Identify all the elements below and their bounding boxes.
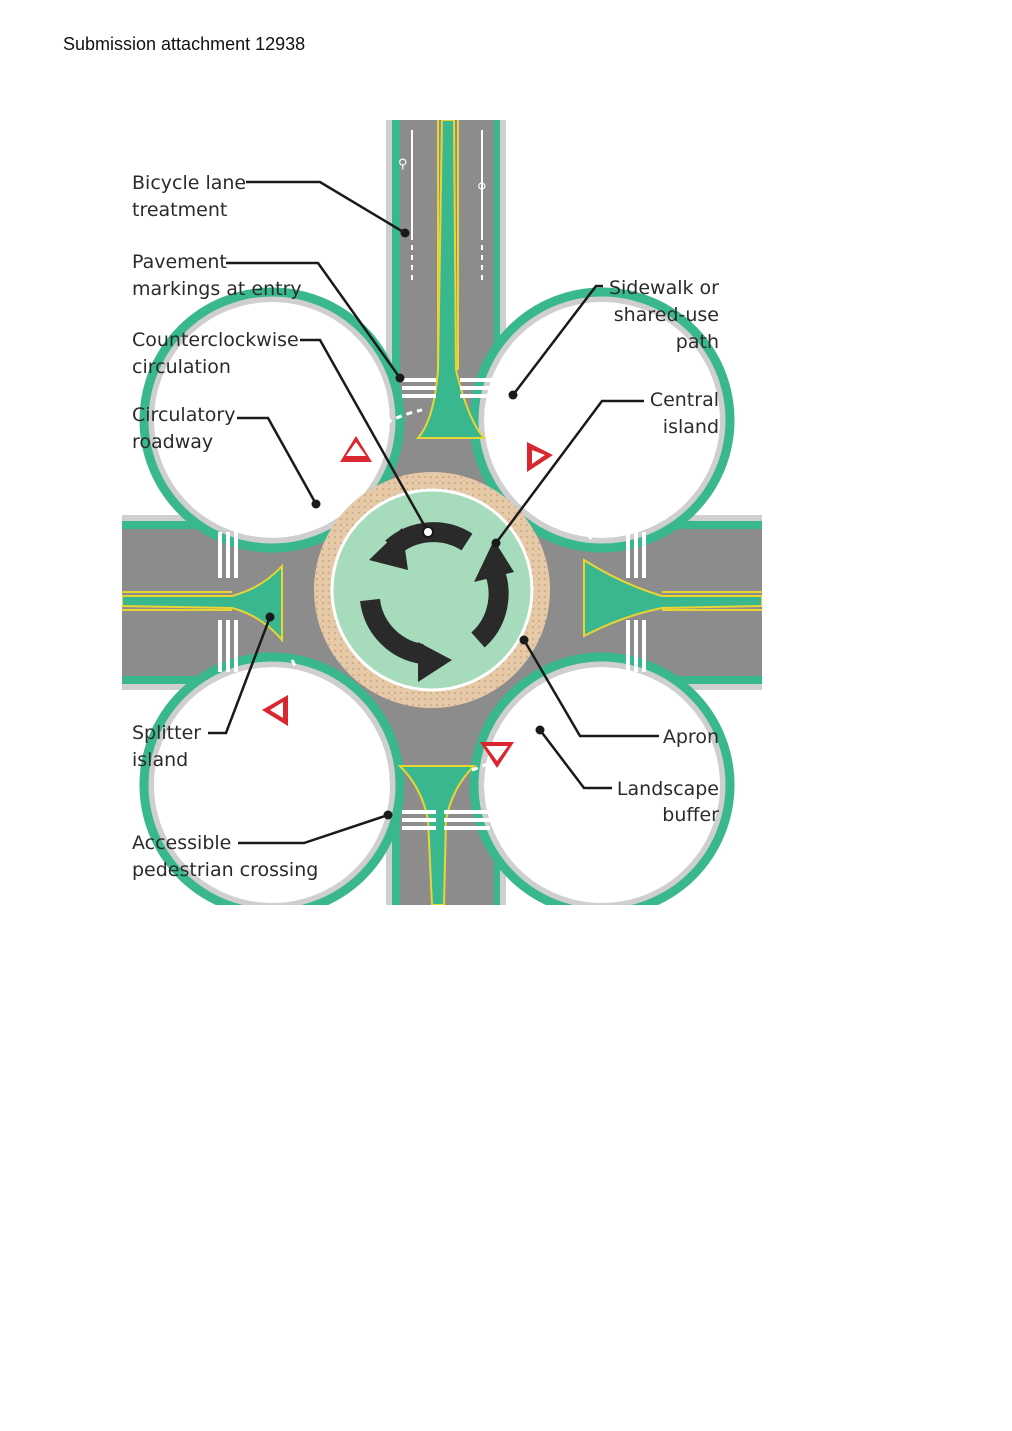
centerlines <box>122 120 762 611</box>
bicycle-symbol-right-icon: ⚲ <box>477 180 487 195</box>
roundabout-diagram: ⚲ ⚲ <box>122 120 762 905</box>
callout-labels: Bicycle lane treatment Pavement markings… <box>132 172 719 881</box>
label-bicycle-lane-line2: treatment <box>132 199 227 221</box>
label-central-island-line2: island <box>663 416 719 438</box>
corner-fillets <box>154 302 720 903</box>
label-accessible-crossing-line1: Accessible <box>132 832 231 854</box>
label-circulatory-roadway-line1: Circulatory <box>132 404 235 426</box>
label-sidewalk-line3: path <box>676 331 719 353</box>
label-central-island-line1: Central <box>650 389 719 411</box>
label-pavement-markings-line2: markings at entry <box>132 278 302 300</box>
crosswalks <box>218 378 646 830</box>
label-pavement-markings-line1: Pavement <box>132 251 227 273</box>
roundabout-map: ⚲ ⚲ <box>122 120 762 905</box>
label-counterclockwise-line2: circulation <box>132 356 231 378</box>
label-landscape-buffer-line2: buffer <box>662 804 719 826</box>
label-accessible-crossing-line2: pedestrian crossing <box>132 859 318 881</box>
label-splitter-island-line2: island <box>132 749 188 771</box>
leader-lines <box>208 180 659 845</box>
bicycle-lane-lines <box>411 130 483 280</box>
label-bicycle-lane-line1: Bicycle lane <box>132 172 246 194</box>
label-splitter-island-line1: Splitter <box>132 722 201 744</box>
yield-sign-icons <box>262 436 553 768</box>
label-counterclockwise-line1: Counterclockwise <box>132 329 299 351</box>
leader-dots <box>265 228 545 820</box>
page-header: Submission attachment 12938 <box>63 34 306 54</box>
arrowheads-icon <box>369 528 514 682</box>
label-sidewalk-line2: shared-use <box>614 304 719 326</box>
label-sidewalk-line1: Sidewalk or <box>609 277 719 299</box>
label-apron: Apron <box>663 726 719 748</box>
label-landscape-buffer-line1: Landscape <box>617 778 719 800</box>
bicycle-symbol-left-icon: ⚲ <box>398 156 408 171</box>
corner-fillet-edges <box>139 287 735 905</box>
label-circulatory-roadway-line2: roadway <box>132 431 213 453</box>
